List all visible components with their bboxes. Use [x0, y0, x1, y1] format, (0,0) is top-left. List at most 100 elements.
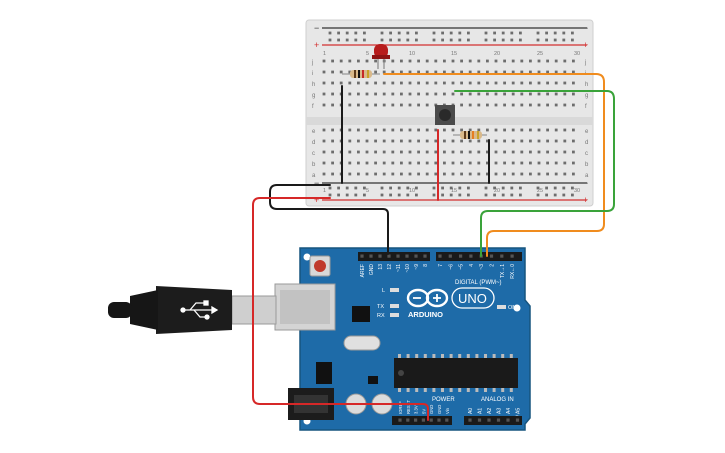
led-rx	[390, 313, 399, 317]
power-pin-hole[interactable]	[429, 418, 433, 422]
digital-pin-hole[interactable]	[360, 254, 364, 258]
power-pin-hole[interactable]	[437, 418, 441, 422]
rail-hole	[406, 186, 410, 190]
power-pin-hole[interactable]	[445, 418, 449, 422]
digital-pin-hole[interactable]	[500, 254, 504, 258]
digital-pin-hole[interactable]	[396, 254, 400, 258]
rail-hole	[415, 193, 418, 197]
breadboard-hole	[357, 103, 360, 107]
row-labels-bottom: e d c b a e d c b a	[312, 129, 589, 179]
breadboard-hole	[520, 59, 524, 63]
breadboard-hole	[408, 161, 412, 165]
push-button-cap[interactable]	[439, 109, 451, 121]
digital-pin-hole[interactable]	[369, 254, 373, 258]
breadboard-hole	[357, 81, 360, 85]
digital-pin-hole[interactable]	[459, 254, 463, 258]
breadboard-hole	[563, 92, 567, 96]
breadboard-hole	[494, 161, 498, 165]
power-pin-hole[interactable]	[398, 418, 402, 422]
breadboard-hole	[503, 59, 506, 63]
digital-pin-label: 4	[469, 264, 475, 267]
breadboard-hole	[460, 150, 463, 154]
digital-pin-hole[interactable]	[469, 254, 473, 258]
rail-hole	[519, 193, 522, 197]
breadboard-hole	[546, 128, 549, 132]
breadboard-hole	[468, 161, 472, 165]
digital-pin-hole[interactable]	[414, 254, 418, 258]
digital-pin-hole[interactable]	[378, 254, 382, 258]
digital-pin-hole[interactable]	[387, 254, 391, 258]
breadboard-hole	[477, 128, 481, 132]
power-pin-hole[interactable]	[421, 418, 425, 422]
digital-pin-label: 7	[438, 264, 444, 267]
analog-pin-hole[interactable]	[477, 418, 482, 422]
breadboard-hole	[443, 161, 446, 165]
digital-pin-hole[interactable]	[489, 254, 494, 258]
rail-hole	[363, 186, 366, 190]
rail-hole	[415, 31, 418, 35]
breadboard-hole	[339, 81, 343, 85]
breadboard-hole	[408, 92, 412, 96]
rail-hole	[493, 193, 496, 197]
power-pin-hole[interactable]	[414, 418, 418, 422]
breadboard-hole	[460, 59, 463, 63]
breadboard-hole	[382, 70, 386, 74]
digital-pin-label: 13	[378, 264, 384, 270]
row-label: b	[585, 162, 589, 168]
rail-hole	[545, 31, 548, 35]
analog-pin-label: A4	[506, 408, 512, 414]
breadboard-hole	[443, 150, 446, 154]
rail-hole	[328, 186, 332, 190]
breadboard-hole	[468, 139, 472, 143]
digital-pin-hole[interactable]	[423, 254, 427, 258]
green-wire-button-signal[interactable]	[454, 90, 615, 257]
reset-button-cap[interactable]	[314, 260, 326, 272]
power-pin-label: Vin	[445, 407, 450, 414]
chip-pin	[492, 388, 496, 392]
brand-text: ARDUINO	[408, 310, 443, 319]
breadboard-hole	[365, 81, 369, 85]
digital-pin-hole[interactable]	[448, 254, 452, 258]
usb-chip	[352, 306, 370, 322]
breadboard-hole	[365, 59, 369, 63]
analog-pin-hole[interactable]	[468, 418, 472, 422]
chip-pin	[423, 354, 427, 358]
breadboard-hole	[322, 70, 326, 74]
digital-pin-hole[interactable]	[405, 254, 409, 258]
rail-plus-bottom-right: +	[583, 195, 588, 205]
chip-pin	[509, 388, 513, 392]
rail-hole	[510, 31, 514, 35]
breadboard-hole	[486, 92, 489, 96]
breadboard-hole	[529, 128, 532, 132]
push-button[interactable]	[435, 105, 455, 125]
rail-hole	[484, 186, 488, 190]
chip-pin	[415, 388, 419, 392]
analog-pin-hole[interactable]	[515, 418, 520, 422]
power-pin-hole[interactable]	[406, 418, 410, 422]
rail-hole	[536, 31, 540, 35]
red-wire-arduino-5v[interactable]	[252, 197, 429, 421]
chip-pin	[475, 354, 479, 358]
orange-wire-led-signal[interactable]	[383, 73, 605, 257]
breadboard-hole	[554, 161, 558, 165]
breadboard-hole	[374, 81, 377, 85]
black-wire-arduino-gnd[interactable]	[269, 184, 389, 255]
digital-pin-hole[interactable]	[510, 254, 514, 258]
chip-pin	[449, 388, 453, 392]
breadboard-hole	[477, 92, 481, 96]
analog-pin-hole[interactable]	[496, 418, 501, 422]
digital-pin-label: ~11	[396, 264, 402, 272]
breadboard-hole	[400, 128, 403, 132]
breadboard-hole	[451, 81, 455, 85]
breadboard-hole	[391, 139, 395, 143]
analog-pin-hole[interactable]	[506, 418, 510, 422]
rail-hole	[432, 38, 436, 42]
resistor-band	[362, 70, 364, 78]
breadboard-hole	[477, 172, 481, 176]
atmega-microcontroller	[394, 358, 518, 388]
chip-pin	[432, 354, 436, 358]
digital-pin-hole[interactable]	[438, 254, 442, 258]
analog-pin-hole[interactable]	[487, 418, 491, 422]
breadboard-hole	[554, 92, 558, 96]
